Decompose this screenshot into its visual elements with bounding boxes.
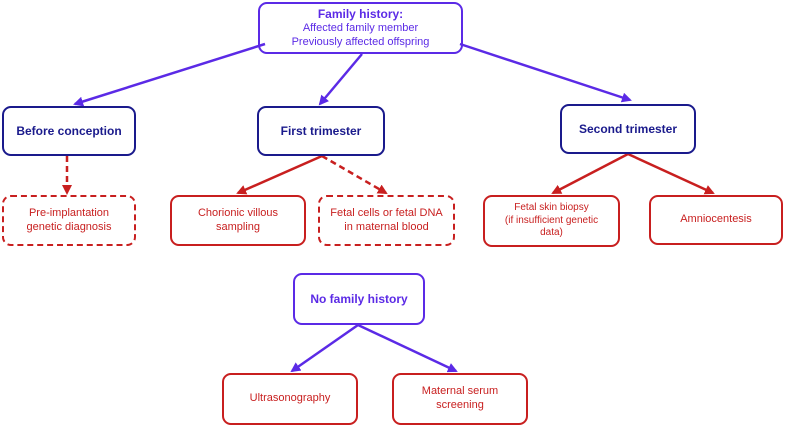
amniocentesis-label: Amniocentesis [680,213,752,226]
family-history-box: Family history: Affected family member P… [258,2,463,54]
arrow-second-trimester-to-amniocentesis [627,152,715,195]
preimplantation-line-2: genetic diagnosis [26,220,112,233]
fetal-cells-line-1: Fetal cells or fetal DNA [330,206,443,219]
arrow-root-to-first-trimester [318,53,363,106]
no-family-history-box: No family history [293,273,425,325]
chorionic-line-1: Chorionic villous [197,206,279,219]
preimplantation-line-1: Pre-implantation [28,206,110,219]
chorionic-line-2: sampling [215,220,261,233]
ultrasonography-box: Ultrasonography [222,373,358,425]
before-conception-box: Before conception [2,106,136,156]
chorionic-villous-box: Chorionic villous sampling [170,195,306,246]
first-trimester-box: First trimester [257,106,385,156]
fetal-cells-box: Fetal cells or fetal DNA in maternal blo… [318,195,455,246]
no-family-history-title: No family history [310,291,408,306]
maternal-serum-box: Maternal serum screening [392,373,528,425]
family-history-line-2: Previously affected offspring [291,35,430,48]
second-trimester-box: Second trimester [560,104,696,154]
maternal-serum-line-2: screening [436,399,484,411]
ultrasonography-label: Ultrasonography [249,392,331,405]
first-trimester-label: First trimester [280,123,362,138]
fetal-skin-line-2: (if insufficient genetic [504,214,599,226]
arrow-root-to-before-conception [73,42,266,107]
family-history-line-1: Affected family member [302,21,419,34]
arrow-first-trimester-to-chorionic [236,154,323,195]
preimplantation-box: Pre-implantation genetic diagnosis [2,195,136,246]
maternal-serum-line-1: Maternal serum [421,385,499,398]
fetal-skin-biopsy-box: Fetal skin biopsy (if insufficient genet… [483,195,620,247]
family-history-title: Family history: [317,6,404,21]
before-conception-label: Before conception [16,123,122,138]
fetal-cells-line-2: in maternal blood [344,220,429,233]
arrow-second-trimester-to-fetal-skin [551,152,629,195]
fetal-skin-line-1: Fetal skin biopsy [514,202,589,214]
fetal-skin-line-3: data) [540,227,563,239]
arrow-no-family-to-ultrasonography [290,323,359,373]
amniocentesis-box: Amniocentesis [649,195,783,245]
arrow-no-family-to-maternal-serum [357,323,458,373]
second-trimester-label: Second trimester [578,121,678,136]
arrow-first-trimester-to-fetal-cells [321,154,388,195]
arrow-root-to-second-trimester [459,42,632,103]
